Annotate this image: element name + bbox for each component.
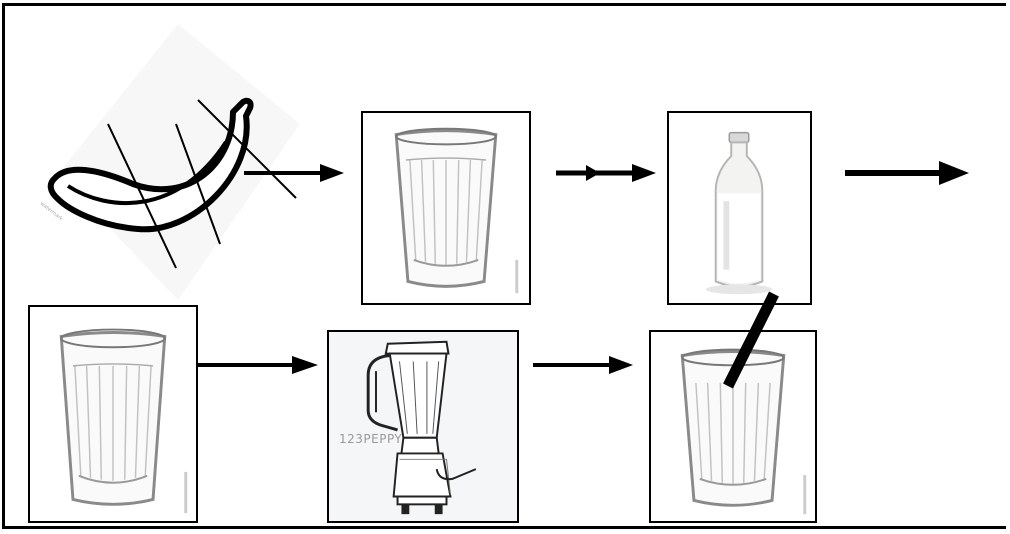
glass-icon xyxy=(30,307,196,521)
glass-icon xyxy=(363,113,529,303)
glass-box-2 xyxy=(28,305,198,523)
arrow-glass-to-blender xyxy=(198,354,318,376)
arrow-glass-to-milk xyxy=(556,162,656,184)
arrow-blender-to-glass xyxy=(533,354,633,376)
glass-box-1 xyxy=(361,111,531,305)
arrow-milk-to-next xyxy=(845,160,969,186)
arrow-banana-to-glass xyxy=(244,162,344,184)
milk-bottle-box xyxy=(667,111,812,305)
blender-box: 123PEPPY xyxy=(327,330,519,523)
milk-bottle-icon xyxy=(669,113,810,303)
blender-watermark: 123PEPPY xyxy=(339,432,402,446)
straw xyxy=(720,288,782,392)
blender-icon xyxy=(329,332,517,521)
